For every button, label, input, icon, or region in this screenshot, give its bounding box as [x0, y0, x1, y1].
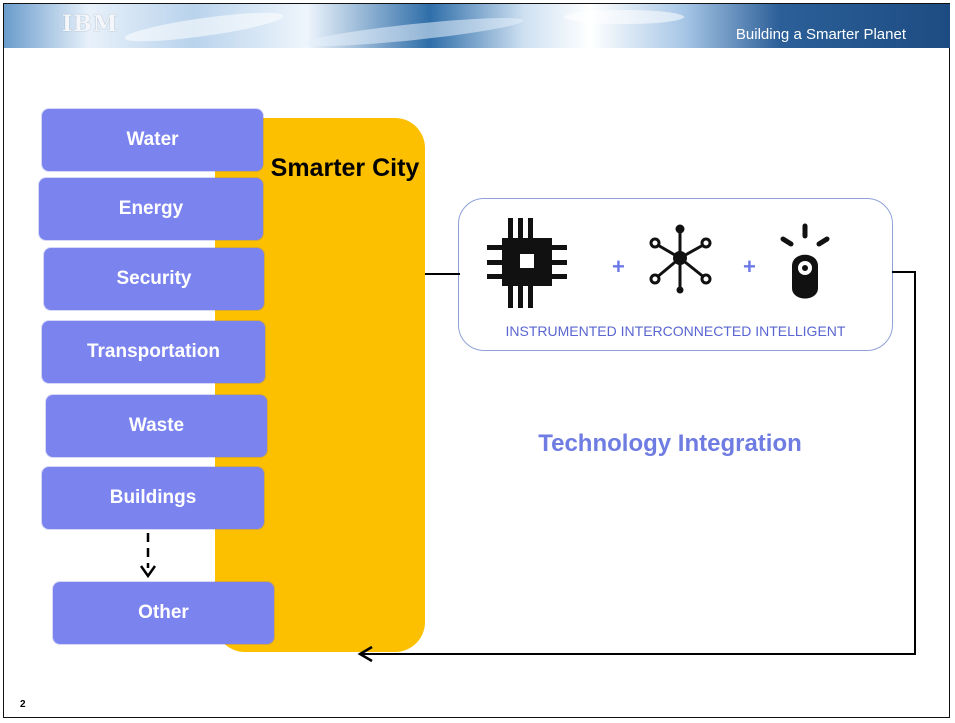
chip-icon	[487, 218, 567, 308]
category-energy: Energy	[39, 178, 263, 240]
category-security-label: Security	[116, 268, 192, 289]
lightbulb-icon	[780, 223, 830, 299]
header-banner: IBM Building a Smarter Planet	[4, 4, 950, 48]
category-buildings-label: Buildings	[109, 487, 197, 508]
category-other: Other	[53, 582, 274, 644]
category-security: Security	[44, 248, 264, 310]
slide-frame	[3, 3, 950, 718]
category-energy-label: Energy	[118, 198, 184, 219]
category-waste-label: Waste	[128, 415, 185, 436]
category-transportation-label: Transportation	[86, 341, 220, 362]
category-water-label: Water	[126, 129, 179, 150]
category-buildings: Buildings	[42, 467, 264, 529]
category-other-label: Other	[138, 602, 189, 623]
network-node-icon	[649, 224, 712, 294]
category-water: Water	[42, 109, 263, 171]
header-tagline: Building a Smarter Planet	[735, 26, 906, 43]
plus-sign-2: +	[743, 254, 756, 279]
category-transportation: Transportation	[42, 321, 265, 383]
category-waste: Waste	[46, 395, 267, 457]
page-number: 2	[20, 699, 26, 710]
technology-caption: INSTRUMENTED INTERCONNECTED INTELLIGENT	[505, 323, 846, 339]
technology-integration-title: Technology Integration	[538, 430, 802, 457]
plus-sign-1: +	[612, 254, 625, 279]
ibm-logo: IBM	[62, 11, 119, 37]
smarter-city-label: Smarter City	[270, 154, 420, 182]
